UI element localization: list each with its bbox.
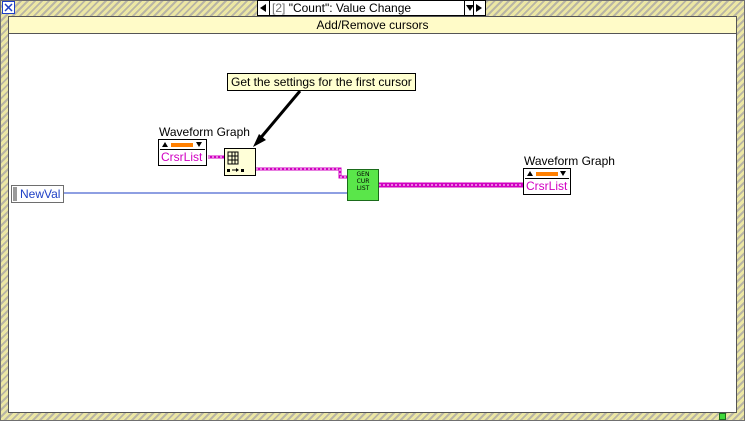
comment-arrow (253, 90, 302, 147)
terminal-grip (13, 187, 17, 201)
down-triangle-icon (560, 171, 566, 176)
next-case-button[interactable] (473, 1, 485, 15)
close-icon[interactable] (2, 1, 15, 14)
cursor-settings-subvi-icon[interactable] (224, 148, 256, 176)
newval-terminal[interactable]: NewVal (11, 185, 64, 203)
gen-line-3: LIST (356, 185, 370, 192)
reference-bar (160, 141, 205, 150)
up-triangle-icon (527, 171, 533, 176)
comment-note[interactable]: Get the settings for the first cursor (227, 73, 416, 91)
reference-bar (525, 170, 569, 179)
newval-label: NewVal (20, 187, 61, 201)
up-triangle-icon (162, 142, 168, 147)
case-selector-label: [2] "Count": Value Change (272, 1, 411, 15)
case-event-name: "Count": Value Change (288, 1, 412, 15)
graph-refnum-icon (171, 143, 193, 147)
event-structure-resize-handle[interactable] (719, 413, 726, 420)
gen-line-1: GEN (356, 171, 370, 178)
gen-line-2: CUR (356, 178, 370, 185)
left-property-node-label: Waveform Graph (159, 125, 250, 139)
left-property-node[interactable]: CrsrList (158, 139, 207, 166)
right-property-node-label: Waveform Graph (524, 154, 615, 168)
graph-refnum-icon (536, 172, 558, 176)
case-selector[interactable]: [2] "Count": Value Change (257, 0, 486, 16)
property-item-crsrlist[interactable]: CrsrList (526, 179, 568, 193)
gen-cur-list-subvi[interactable]: GEN CUR LIST (347, 169, 379, 201)
event-subheader: Add/Remove cursors (9, 17, 736, 34)
cursor-cluster-wire-2 (256, 167, 347, 179)
right-property-node[interactable]: CrsrList (523, 168, 571, 195)
case-index: [2] (272, 1, 286, 15)
previous-case-button[interactable] (258, 1, 270, 15)
down-triangle-icon (196, 142, 202, 147)
chevron-down-icon[interactable] (464, 1, 475, 15)
property-item-crsrlist[interactable]: CrsrList (161, 150, 203, 164)
